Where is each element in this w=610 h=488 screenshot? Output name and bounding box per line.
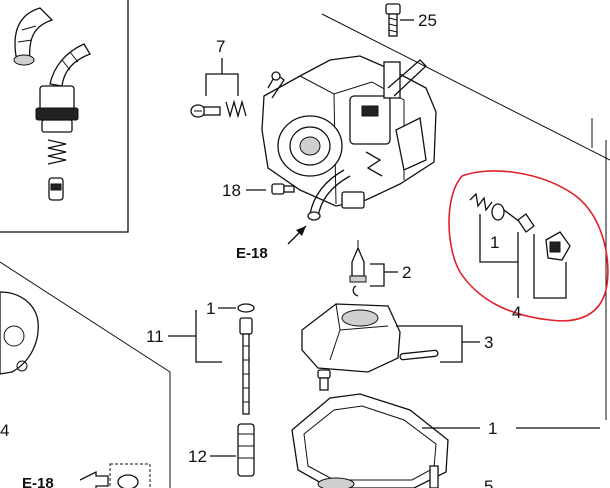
callout-4-edge: 4 [0,421,9,440]
callout-12: 12 [188,447,207,466]
frame-lines-left [0,261,171,488]
callout-25: 25 [418,11,437,30]
part-12-holder [210,423,255,477]
callout-1-left: 1 [206,299,215,318]
callout-7: 7 [216,37,225,56]
part-11-tube [168,303,255,415]
callout-5-partial: 5 [484,477,493,488]
float-screw [317,369,331,391]
frame-lines-right [321,13,610,420]
part-2-jet [349,240,398,297]
callout-4: 4 [512,303,521,322]
ref-e18-mid: E-18 [236,245,268,262]
part-18-screw [246,183,295,195]
part-3-float [301,303,480,373]
e18-arrow-bottom [79,463,151,488]
callout-3: 3 [484,333,493,352]
callout-1-bottom: 1 [488,419,497,438]
part-1-gasket [291,393,600,488]
callout-18: 18 [222,181,241,200]
callout-2: 2 [402,263,411,282]
callout-1-inset: 1 [490,233,499,252]
e18-arrow-mid [287,225,307,245]
part-7-screw-spring [190,58,247,119]
carburetor-body [261,55,437,221]
part-25-screw [385,3,414,37]
callout-11: 11 [146,327,164,346]
ref-e18-bottom: E-18 [22,475,54,488]
highlight-inset [448,170,609,322]
fuel-fitting-inset [0,0,129,233]
